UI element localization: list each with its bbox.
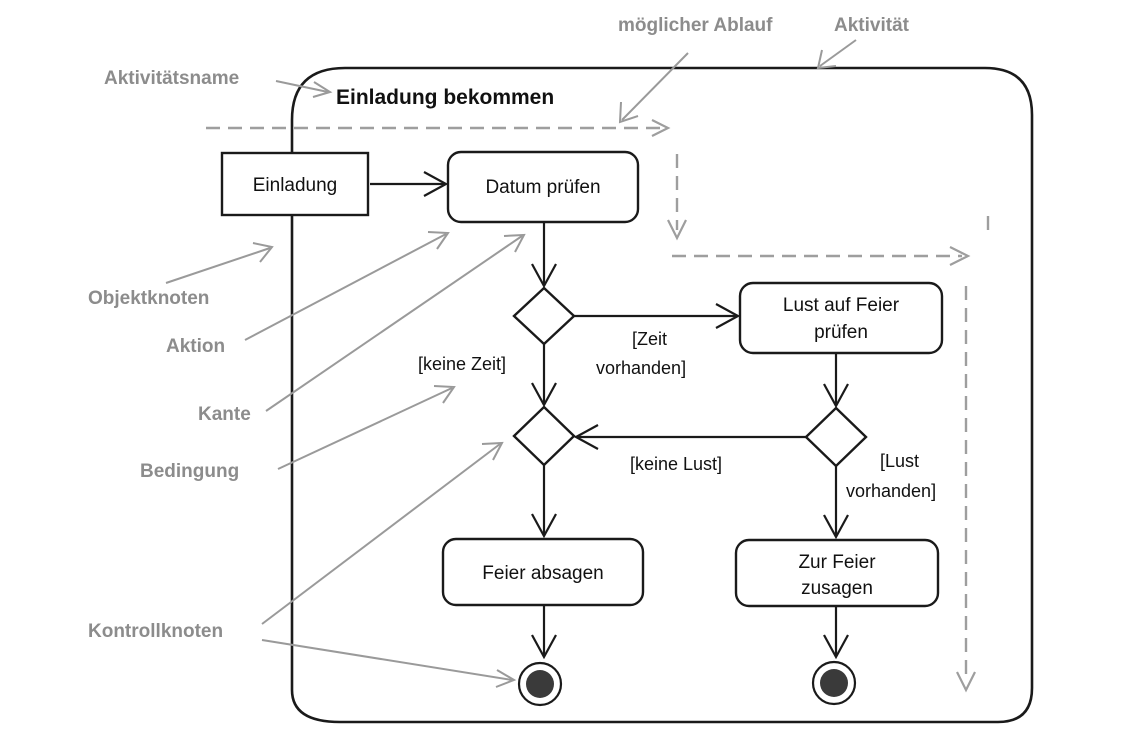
label-moeglicher-ablauf: möglicher Ablauf (618, 15, 773, 36)
activity-name: Einladung bekommen (336, 86, 554, 109)
arrowhead (531, 513, 557, 539)
label-kontrollknoten: Kontrollknoten (88, 621, 223, 642)
possible-flow-path (206, 119, 990, 693)
leader-aktion (244, 233, 447, 341)
arrowhead (531, 263, 557, 289)
decision-node-zeit (512, 286, 576, 346)
guard-zeit-vorhanden-1: [Zeit (632, 329, 667, 349)
leader-aktivitaetsname (275, 80, 329, 93)
leader-arrowhead (503, 233, 526, 253)
leader-bedingung (277, 387, 453, 470)
action-lust-label-2: prüfen (814, 322, 868, 343)
object-node-label: Einladung (253, 175, 338, 196)
guard-zeit-vorhanden-2: vorhanden] (596, 358, 686, 378)
final-node-zusagen-dot (820, 669, 848, 697)
leader-kontrollknoten-final (261, 639, 513, 681)
arrowhead (423, 171, 449, 197)
leader-arrowhead (481, 441, 504, 461)
action-absagen-label: Feier absagen (482, 563, 603, 584)
label-aktivitaet: Aktivität (834, 15, 910, 36)
guard-lust-vorhanden-1: [Lust (880, 451, 919, 471)
label-kante: Kante (198, 404, 251, 425)
arrowhead (823, 634, 849, 660)
arrowhead (531, 634, 557, 660)
label-aktivitaetsname: Aktivitätsname (104, 68, 239, 89)
arrowhead (823, 383, 849, 409)
final-node-absagen-dot (526, 670, 554, 698)
leader-kontrollknoten-decision (261, 443, 501, 625)
leader-arrowhead (433, 385, 456, 404)
leader-aktivitaet (819, 39, 857, 67)
leader-arrowhead (427, 231, 450, 250)
guard-keine-lust: [keine Lust] (630, 454, 722, 474)
activity-frame (290, 66, 1034, 724)
guard-keine-zeit: [keine Zeit] (418, 354, 506, 374)
action-zusagen-label-1: Zur Feier (798, 552, 876, 573)
label-aktion: Aktion (166, 336, 225, 357)
action-lust-label-1: Lust auf Feier (783, 295, 900, 316)
arrowhead (823, 514, 849, 540)
arrowhead (715, 303, 741, 329)
leader-arrowhead (618, 101, 639, 124)
leader-arrowhead (495, 669, 517, 688)
object-node-einladung (220, 151, 370, 217)
leader-arrowhead (252, 242, 274, 263)
arrowhead (573, 424, 599, 450)
action-zusagen-label-2: zusagen (801, 578, 873, 599)
guard-lust-vorhanden-2: vorhanden] (846, 481, 936, 501)
leader-arrowhead (312, 81, 333, 98)
label-objektknoten: Objektknoten (88, 288, 209, 309)
decision-node-merge (512, 405, 576, 467)
leader-moeglicher-ablauf (621, 52, 689, 121)
label-bedingung: Bedingung (140, 461, 239, 482)
decision-node-lust (804, 406, 868, 468)
leader-arrowhead (816, 49, 837, 70)
leader-objektknoten (165, 247, 271, 284)
arrowhead (531, 382, 557, 408)
action-datum-label: Datum prüfen (485, 177, 600, 198)
action-lust-pruefen (738, 281, 944, 355)
leader-kante (265, 235, 523, 412)
